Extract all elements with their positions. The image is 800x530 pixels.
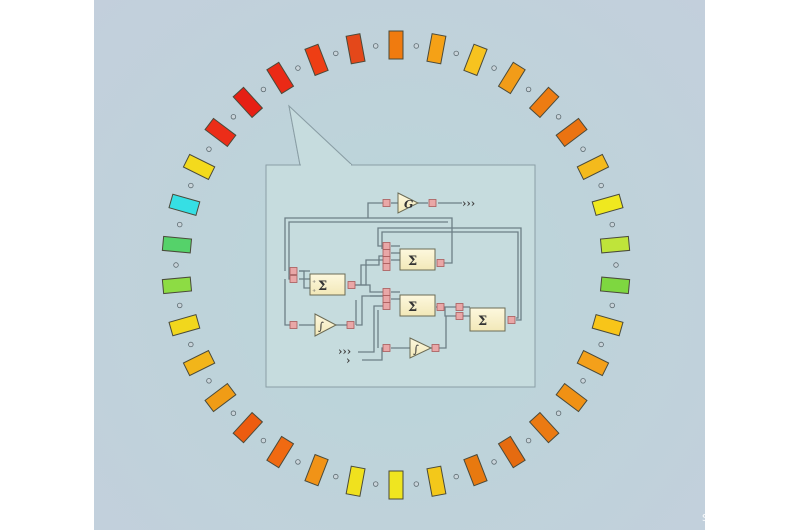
ring-link xyxy=(580,146,586,152)
ring-segment xyxy=(497,435,526,469)
ring-link xyxy=(177,221,183,228)
circuit-wires xyxy=(284,202,522,361)
sum-block-top: Σ xyxy=(399,248,436,271)
ring-segment xyxy=(388,470,404,500)
ring-link xyxy=(609,302,615,309)
gain-label: G xyxy=(404,198,413,211)
ring-segment xyxy=(426,33,447,65)
ring-link xyxy=(373,481,379,487)
ring-link xyxy=(295,65,301,71)
ring-link xyxy=(491,65,497,71)
ring-segment xyxy=(232,411,264,444)
ring-link xyxy=(373,43,379,49)
ring-link xyxy=(555,410,562,416)
ring-segment xyxy=(161,276,193,295)
ring-link xyxy=(206,378,212,384)
ring-segment xyxy=(463,453,488,487)
ring-segment xyxy=(591,193,624,216)
integrator-block-lower: ∫ xyxy=(409,337,433,359)
ring-segment xyxy=(304,453,329,487)
ring-segment xyxy=(304,43,329,77)
ring-segment xyxy=(555,382,588,413)
ring-segment xyxy=(168,314,201,337)
ring-link xyxy=(525,437,532,444)
ring-segment xyxy=(426,465,447,497)
ring-segment xyxy=(168,193,201,216)
ring-link xyxy=(453,50,459,57)
ring-link xyxy=(491,459,497,465)
gain-block: G xyxy=(397,192,420,214)
ring-segment xyxy=(463,43,488,77)
sum-block-left: Σ + + xyxy=(309,273,346,296)
ring-link xyxy=(613,262,619,268)
ring-link xyxy=(333,50,339,57)
ring-link xyxy=(260,437,267,444)
ring-segment xyxy=(232,86,264,119)
ring-link xyxy=(295,459,301,465)
ring-link xyxy=(525,86,532,93)
ring-segment xyxy=(161,235,193,254)
ring-link xyxy=(230,410,237,416)
ring-segment xyxy=(388,30,404,60)
ring-link xyxy=(413,43,419,49)
svg-text:+: + xyxy=(312,288,316,294)
ring-link xyxy=(188,341,194,348)
ring-segment xyxy=(591,314,624,337)
ring-segment xyxy=(345,465,366,497)
ring-segment xyxy=(497,61,526,95)
output-arrow: ››› xyxy=(462,197,475,210)
integrator-block-upper: ∫ xyxy=(314,313,338,337)
ring-link xyxy=(260,86,267,93)
sum-block-middle: Σ xyxy=(399,294,436,317)
ring-link xyxy=(177,302,183,309)
ring-segment xyxy=(528,411,560,444)
ring-link xyxy=(580,378,586,384)
ring-link xyxy=(173,262,179,268)
svg-text:+: + xyxy=(312,279,316,285)
connector-ports xyxy=(289,199,516,352)
ring-segment xyxy=(266,61,295,95)
integrator-upper-label: ∫ xyxy=(318,320,324,333)
ring-link xyxy=(555,114,562,120)
watermark: SCIENCEAQ.COM xyxy=(702,513,791,524)
ring-link xyxy=(609,221,615,228)
ring-link xyxy=(188,182,194,189)
ring-segment xyxy=(182,153,216,181)
sum-middle-label: Σ xyxy=(408,300,417,315)
ring-segment xyxy=(555,117,588,148)
sum-block-right: Σ xyxy=(469,307,506,332)
ring-segment xyxy=(204,382,237,413)
sum-right-label: Σ xyxy=(478,314,487,329)
ring-link xyxy=(206,146,212,152)
ring-segment xyxy=(528,86,560,119)
callout-pointer xyxy=(288,104,354,166)
ring-link xyxy=(598,182,604,189)
ring-link xyxy=(453,473,459,480)
ring-segment xyxy=(599,235,631,254)
integrator-lower-label: ∫ xyxy=(413,343,419,356)
ring-segment xyxy=(576,349,610,377)
input-arrow-small: › xyxy=(346,354,350,367)
ring-segment xyxy=(182,349,216,377)
sum-top-label: Σ xyxy=(408,254,417,269)
ring-segment xyxy=(599,276,631,295)
ring-segment xyxy=(204,117,237,148)
ring-link xyxy=(413,481,419,487)
ring-link xyxy=(598,341,604,348)
input-arrow: ››› xyxy=(338,345,351,358)
ring-segment xyxy=(345,33,366,65)
ring-segment xyxy=(576,153,610,181)
ring-link xyxy=(230,114,237,120)
sum-left-label: Σ xyxy=(318,279,327,294)
oscillator-ring xyxy=(161,30,631,500)
ring-link xyxy=(333,473,339,480)
ring-segment xyxy=(266,435,295,469)
